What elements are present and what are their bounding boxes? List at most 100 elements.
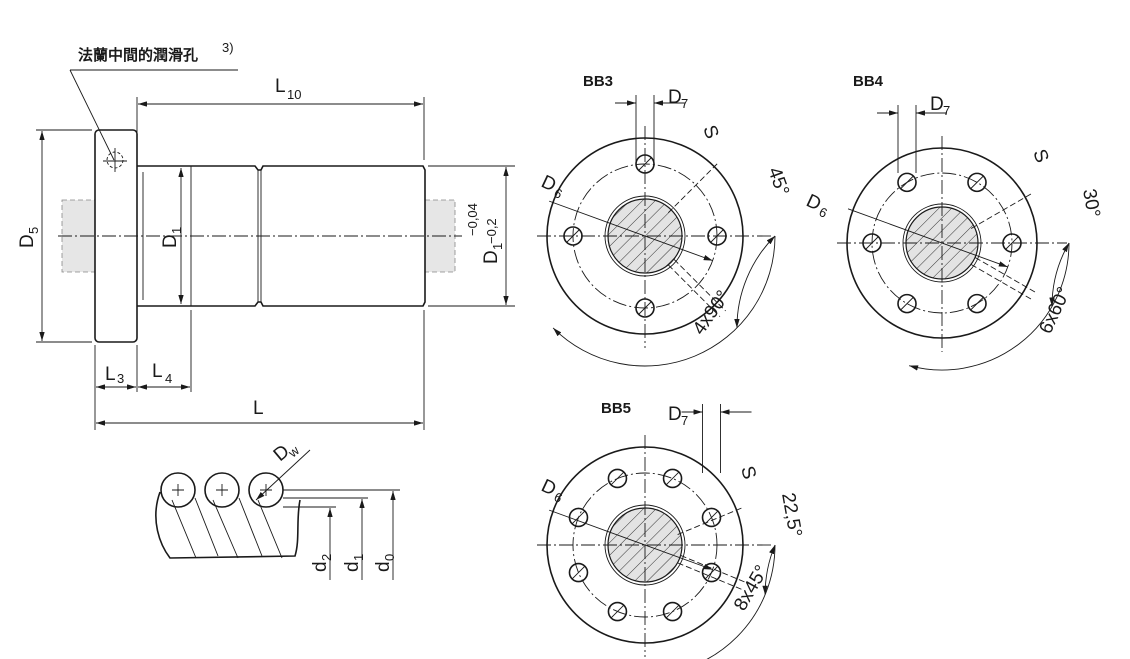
label-L4: L	[152, 361, 163, 382]
leader-line	[69, 69, 115, 161]
label-d2: d	[310, 561, 331, 572]
bb5-D7: D	[668, 404, 682, 425]
ball	[204, 472, 240, 508]
svg-text:1: 1	[490, 243, 505, 250]
lube-port-edge	[677, 562, 746, 592]
svg-text:7: 7	[943, 103, 950, 118]
bolt-hole-axis	[705, 511, 718, 524]
ball	[160, 472, 196, 508]
label-D1: D	[160, 234, 181, 248]
bolt-hole-axis	[611, 605, 624, 618]
flange-view-bb5	[537, 404, 776, 659]
ball-detail: D w d2 d1 d0	[155, 441, 400, 580]
bolt-hole-axis	[666, 472, 679, 485]
bolt-hole	[897, 172, 917, 193]
bb3-D7: D	[668, 87, 682, 108]
bolt-hole-axis	[638, 157, 652, 171]
bolt-hole	[607, 601, 628, 622]
flange-view-bb4	[837, 105, 1070, 371]
bb4-title: BB4	[853, 73, 884, 90]
side-view: 法蘭中間的潤滑孔 3) D 5 D 1	[17, 40, 515, 430]
bolt-hole-axis	[865, 236, 879, 250]
lube-hole-icon	[103, 148, 127, 172]
bolt-hole-axis	[572, 511, 585, 524]
bolt-hole-axis	[705, 566, 718, 579]
bolt-hole-axis	[900, 176, 914, 189]
svg-text:5: 5	[26, 227, 41, 234]
lube-port	[970, 193, 1032, 229]
bolt-hole	[662, 601, 683, 622]
bolt-hole	[967, 293, 987, 314]
lube-port-edge	[668, 264, 721, 317]
svg-text:3: 3	[117, 371, 124, 386]
bolt-hole	[967, 172, 987, 193]
bolt-hole	[607, 468, 628, 489]
lube-port-edge	[673, 259, 726, 312]
svg-text:−0,2: −0,2	[484, 218, 499, 244]
bolt-hole	[662, 468, 683, 489]
bb3-title: BB3	[583, 73, 613, 90]
bb3-angle: 45°	[763, 165, 793, 199]
bb3-S: S	[698, 123, 722, 142]
bolt-hole-axis	[900, 297, 914, 310]
bolt-hole-axis	[970, 176, 984, 189]
bb5-title: BB5	[601, 400, 631, 417]
bolt-hole	[707, 226, 727, 246]
label-D5: D	[17, 234, 38, 248]
bolt-hole-axis	[666, 605, 679, 618]
angle-arc	[734, 235, 776, 328]
dim-D6	[548, 509, 713, 571]
svg-text:1: 1	[351, 554, 366, 561]
bolt-hole-axis	[970, 297, 984, 310]
bolt-hole	[1002, 233, 1022, 253]
bb5-S: S	[736, 464, 760, 482]
bolt-hole-axis	[611, 472, 624, 485]
bb4-angle: 30°	[1078, 187, 1104, 219]
label-L10: L	[275, 76, 286, 97]
bb5-angle: 22,5°	[777, 491, 805, 539]
bolt-hole	[563, 226, 583, 246]
bolt-hole-axis	[638, 301, 652, 315]
lube-hole-note-ref: 3)	[222, 40, 234, 55]
svg-text:7: 7	[681, 413, 688, 428]
lube-port	[668, 162, 719, 213]
svg-text:2: 2	[319, 554, 334, 561]
svg-text:1: 1	[169, 227, 184, 234]
lube-port-edge	[974, 257, 1037, 294]
label-d1: d	[342, 561, 363, 572]
bolt-hole	[897, 293, 917, 314]
lube-hole-note: 法蘭中間的潤滑孔	[78, 46, 198, 64]
bolt-hole-axis	[710, 229, 724, 243]
angle-arc	[1049, 242, 1070, 307]
bolt-hole-axis	[572, 566, 585, 579]
bolt-hole-axis	[1005, 236, 1019, 250]
svg-text:0: 0	[382, 554, 397, 561]
bb4-labels: BB4 D 7 D 6 S 30° 6x60°	[803, 73, 1104, 337]
label-L: L	[253, 398, 264, 419]
bolt-hole-axis	[566, 229, 580, 243]
flange-view-bb3	[537, 95, 776, 367]
svg-text:−0,04: −0,04	[465, 203, 480, 236]
nut-body	[137, 165, 426, 307]
bolt-hole	[568, 562, 589, 583]
angle-arc	[762, 544, 776, 595]
pattern-arc	[909, 242, 1070, 371]
bolt-hole	[701, 507, 722, 528]
dim-D6	[847, 208, 1008, 268]
label-d0: d	[373, 561, 394, 572]
label-D1-tolerance: D	[481, 250, 502, 264]
bb4-pattern: 6x60°	[1035, 284, 1075, 337]
bb3-pattern: 4x90°	[689, 287, 734, 339]
lube-port	[677, 506, 744, 535]
bb4-S: S	[1028, 147, 1052, 166]
dim-D6	[548, 200, 713, 262]
pattern-arc	[706, 544, 776, 659]
bolt-hole	[635, 298, 655, 318]
pattern-arc	[552, 235, 776, 367]
ball	[248, 472, 284, 508]
svg-text:10: 10	[287, 87, 301, 102]
lube-port-edge	[680, 555, 749, 584]
bb4-D7: D	[930, 94, 944, 115]
bolt-hole	[701, 562, 722, 583]
